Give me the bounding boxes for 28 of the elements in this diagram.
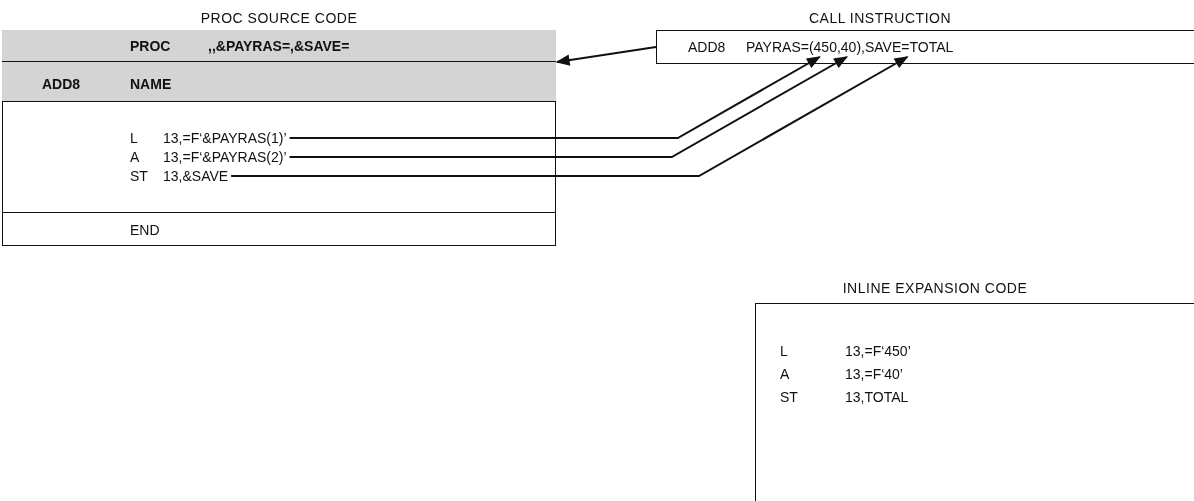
code-text: ADD8 — [688, 39, 726, 55]
arrow — [288, 56, 821, 139]
shaded-row — [2, 30, 556, 62]
code-text: A — [130, 149, 140, 165]
code-text: A — [780, 366, 790, 382]
panel-heading: PROC SOURCE CODE — [199, 10, 359, 26]
code-text: 13,=F‘&PAYRAS(2)’ — [163, 149, 287, 165]
arrow — [555, 46, 657, 66]
code-text: END — [130, 222, 160, 238]
code-text: 13,=F‘&PAYRAS(1)’ — [163, 130, 287, 146]
shaded-row — [2, 62, 556, 102]
code-text: PROC — [130, 38, 171, 54]
code-text: L — [130, 130, 138, 146]
code-text: 13,TOTAL — [845, 389, 909, 405]
code-text: 13,=F‘450’ — [845, 343, 911, 359]
arrow — [230, 56, 909, 177]
code-text: ,,&PAYRAS=,&SAVE= — [208, 38, 350, 54]
code-text: 13,&SAVE — [163, 168, 229, 184]
code-text: L — [780, 343, 788, 359]
panel-heading: INLINE EXPANSION CODE — [841, 280, 1029, 296]
code-text: ST — [130, 168, 148, 184]
code-text: ADD8 — [42, 76, 81, 92]
code-text: PAYRAS=(450,40),SAVE=TOTAL — [746, 39, 954, 55]
panel-heading: CALL INSTRUCTION — [807, 10, 953, 26]
code-text: NAME — [130, 76, 172, 92]
code-text: 13,=F‘40’ — [845, 366, 903, 382]
arrow — [288, 56, 848, 158]
code-text: ST — [780, 389, 798, 405]
